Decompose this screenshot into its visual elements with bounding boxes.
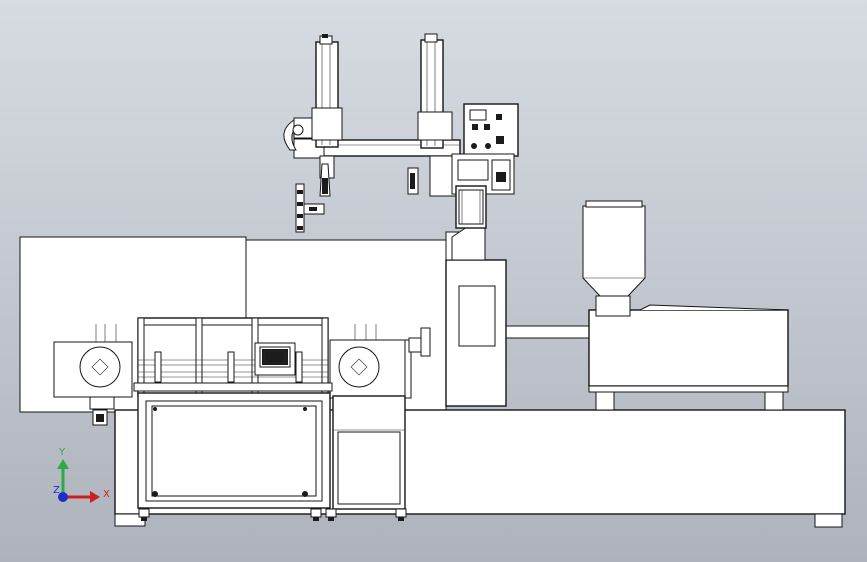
- injection-unit: [504, 304, 789, 411]
- robot-arm-right: [407, 33, 457, 197]
- side-cabinet: [332, 395, 406, 510]
- robot-arm-left: [311, 34, 343, 197]
- control-panel: [254, 342, 296, 376]
- triad-y-label: Y: [58, 447, 66, 458]
- triad-z-label: Z: [53, 485, 60, 496]
- material-hopper: [582, 200, 646, 317]
- robot-z-column: [455, 185, 487, 229]
- rotary-table-left: [53, 324, 133, 426]
- triad-x-label: X: [103, 489, 110, 500]
- rotary-table-right: [329, 324, 431, 399]
- coordinate-triad: Y Z X: [53, 447, 110, 503]
- lower-cabinet: [137, 392, 331, 509]
- leveling-feet: [138, 508, 407, 521]
- end-effector-gripper: [295, 183, 325, 233]
- robot-carriage: [451, 103, 519, 195]
- clamp-unit: [445, 224, 507, 407]
- workstation-frame: [133, 317, 333, 397]
